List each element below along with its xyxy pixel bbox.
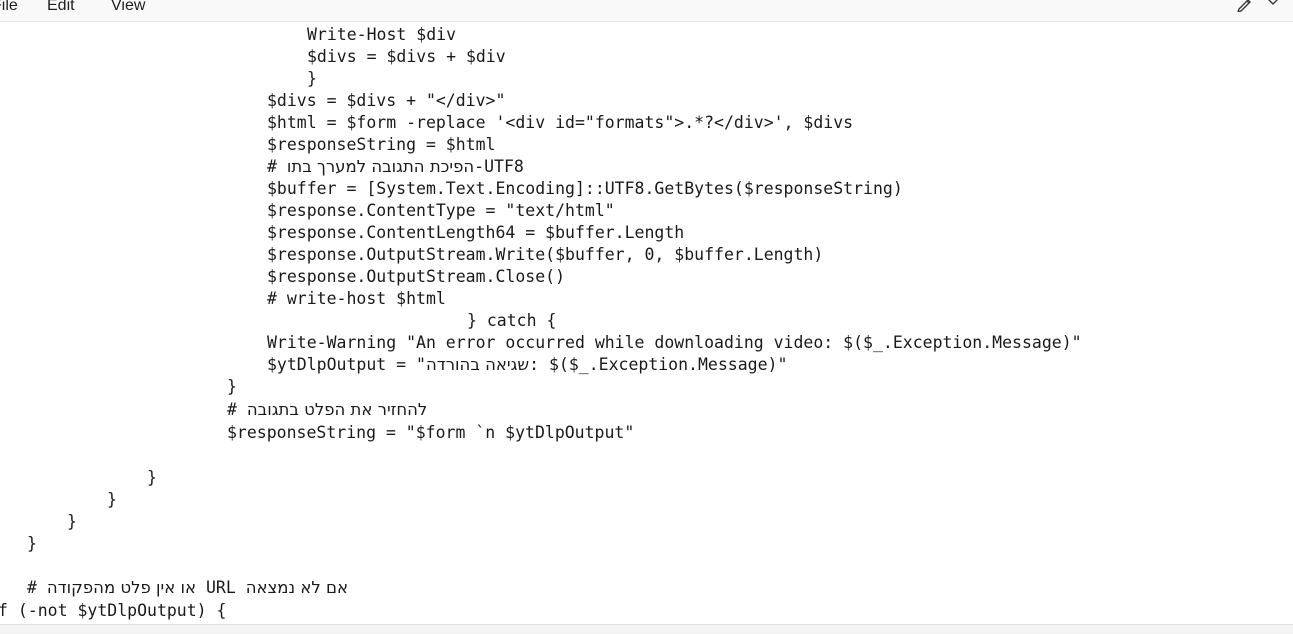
code-line: $divs = $divs + "</div>" <box>267 91 506 110</box>
chevron-down-icon[interactable] <box>1266 0 1280 8</box>
code-line: $response.ContentType = "text/html" <box>267 201 615 220</box>
status-bar <box>0 624 1293 634</box>
pen-icon[interactable] <box>1236 0 1254 12</box>
code-line: $response.OutputStream.Close() <box>267 267 566 286</box>
menu-view[interactable]: View <box>111 0 146 14</box>
code-line: $buffer = [System.Text.Encoding]::UTF8.G… <box>267 179 903 198</box>
text-editor[interactable]: Write-Host $div $divs = $divs + $div } $… <box>0 22 1293 624</box>
code-line: } <box>147 468 157 487</box>
hebrew-comment: או אין פלט מהפקודה <box>46 578 197 597</box>
code-line: $response.OutputStream.Write($buffer, 0,… <box>267 245 824 264</box>
comment-hash: # <box>227 400 247 419</box>
code-line: } <box>67 512 77 531</box>
comment-tail: -UTF8 <box>474 157 524 176</box>
code-line: $html = $form -replace '<div id="formats… <box>267 113 854 132</box>
hebrew-comment: הפיכת התגובה למערך בתו <box>286 157 475 176</box>
code-line: } <box>227 377 237 396</box>
code-line: } <box>27 534 37 553</box>
code-line: $divs = $divs + $div <box>307 47 506 66</box>
code-line: # או אין פלט מהפקודה URL אם לא נמצאה <box>27 577 348 599</box>
code-line: # write-host $html <box>267 289 446 308</box>
hebrew-comment: להחזיר את הפלט בתגובה <box>246 400 428 419</box>
comment-hash: # <box>267 157 287 176</box>
code-line: } catch { <box>467 311 557 330</box>
code-line: } <box>107 490 117 509</box>
comment-url: URL <box>196 578 246 597</box>
code-line: $response.ContentLength64 = $buffer.Leng… <box>267 223 685 242</box>
hebrew-string: שגיאה בהורדה <box>425 355 530 374</box>
code-line: Write-Host $div <box>307 25 457 44</box>
code-line: f (-not $ytDlpOutput) { <box>0 601 227 620</box>
code-line: # הפיכת התגובה למערך בתו-UTF8 <box>267 156 524 178</box>
comment-hash: # <box>27 578 47 597</box>
hebrew-comment: אם לא נמצאה <box>245 578 348 597</box>
code-line: # להחזיר את הפלט בתגובה <box>227 399 427 421</box>
code-segment: : $($_.Exception.Message)" <box>529 355 788 374</box>
menu-edit[interactable]: Edit <box>47 0 75 14</box>
code-segment: $ytDlpOutput = " <box>267 355 426 374</box>
code-line: $ytDlpOutput = "שגיאה בהורדה: $($_.Excep… <box>267 354 787 376</box>
menu-file[interactable]: File <box>0 0 18 14</box>
code-line: $responseString = "$form `n $ytDlpOutput… <box>227 423 635 442</box>
code-line: Write-Warning "An error occurred while d… <box>267 333 1082 352</box>
menu-bar: File Edit View <box>0 0 1293 22</box>
code-line: } <box>307 69 317 88</box>
code-line: $responseString = $html <box>267 135 496 154</box>
